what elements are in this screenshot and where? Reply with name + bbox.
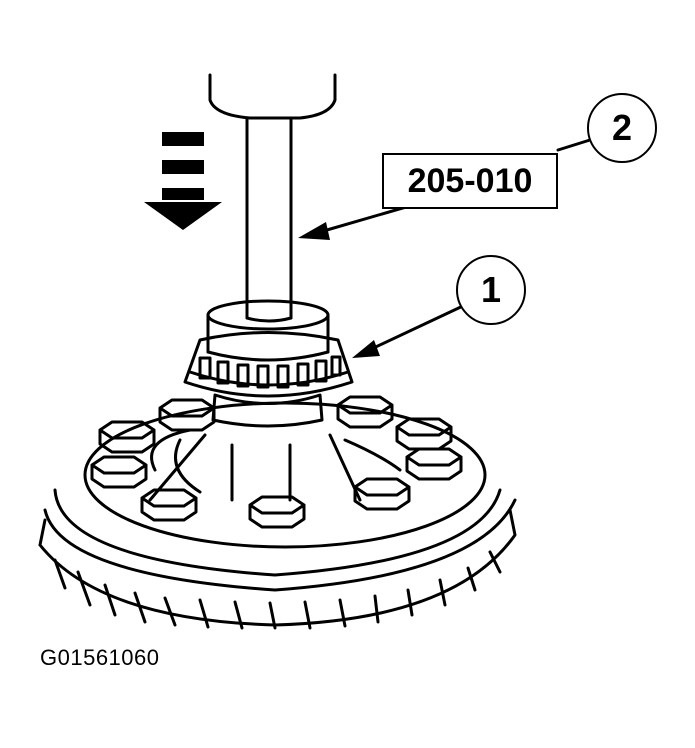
tapered-roller-bearing [183, 331, 354, 398]
ring-gear-bolts [90, 395, 463, 529]
special-tool-number-label: 205-010 [382, 153, 558, 209]
press-shaft [245, 116, 293, 323]
ring-gear-teeth [38, 508, 517, 630]
leader-arrowheads [298, 222, 380, 358]
press-direction-arrow-icon [144, 132, 222, 230]
callout-2: 2 [587, 93, 657, 163]
press-adapter [206, 299, 330, 362]
ring-gear-flange [43, 401, 517, 592]
press-head [208, 73, 337, 120]
callout-1: 1 [456, 255, 526, 325]
figure-code: G01561060 [40, 645, 160, 670]
callout-leaders [318, 138, 592, 354]
